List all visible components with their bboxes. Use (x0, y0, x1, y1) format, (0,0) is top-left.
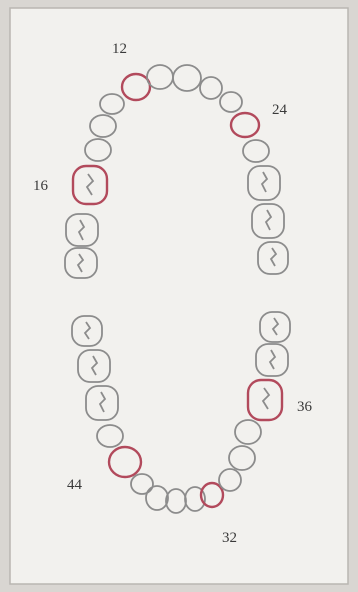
tooth-12-highlight (120, 72, 152, 102)
tooth-fissure (264, 209, 273, 231)
tooth (130, 473, 154, 495)
tooth-fissure (261, 387, 271, 410)
tooth-16-highlight (71, 164, 109, 206)
tooth-fissure (260, 171, 269, 193)
tooth (219, 91, 243, 113)
label-12: 12 (112, 41, 127, 57)
tooth-36-highlight (246, 378, 284, 422)
tooth (64, 247, 98, 279)
tooth (247, 165, 281, 201)
tooth (228, 445, 256, 471)
tooth (259, 311, 291, 343)
tooth-44-highlight (107, 445, 143, 479)
tooth-fissure (83, 321, 92, 340)
tooth (242, 139, 270, 163)
tooth-fissure (268, 349, 277, 370)
tooth-fissure (269, 247, 278, 267)
tooth (251, 203, 285, 239)
tooth (199, 76, 223, 100)
label-44: 44 (67, 477, 83, 493)
tooth (99, 93, 125, 115)
tooth (218, 468, 242, 492)
label-24: 24 (272, 102, 288, 118)
tooth-24-highlight (229, 111, 261, 139)
tooth-fissure (76, 253, 85, 273)
lower-arch (71, 311, 291, 514)
tooth (234, 419, 262, 445)
tooth (255, 343, 289, 377)
chart-card (9, 7, 349, 585)
upper-arch (64, 64, 289, 279)
tooth (89, 114, 117, 138)
tooth-fissure (85, 173, 95, 196)
label-36: 36 (297, 399, 313, 415)
tooth (145, 485, 169, 511)
label-32: 32 (222, 530, 237, 546)
tooth (96, 424, 124, 448)
tooth (84, 138, 112, 162)
tooth (85, 385, 119, 421)
tooth (172, 64, 202, 92)
tooth-fissure (90, 355, 99, 376)
tooth-fissure (77, 219, 86, 241)
tooth-fissure (98, 391, 107, 413)
label-16: 16 (33, 178, 49, 194)
tooth (77, 349, 111, 383)
tooth (71, 315, 103, 347)
tooth (257, 241, 289, 275)
tooth (65, 213, 99, 247)
tooth-32-highlight (199, 481, 225, 509)
tooth-fissure (271, 317, 280, 336)
tooth (184, 486, 206, 512)
